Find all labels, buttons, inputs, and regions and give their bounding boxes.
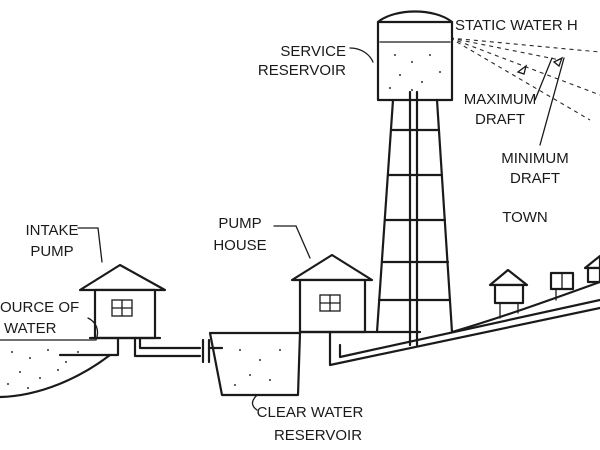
tower-braces xyxy=(377,128,452,302)
intake-roof xyxy=(78,263,167,292)
rising-main-pipe-bottom xyxy=(133,336,202,358)
maximum-draft-label-line2: DRAFT xyxy=(475,111,525,128)
tower-leg-right xyxy=(435,98,454,334)
minimum-draft-leader xyxy=(539,57,565,146)
pump-house-label-line1: PUMP xyxy=(218,215,261,232)
max-draft-arrowhead xyxy=(516,64,528,75)
river-bank xyxy=(0,353,112,399)
town-house-1 xyxy=(488,268,529,319)
service-reservoir-tank xyxy=(376,20,454,102)
source-of-water xyxy=(0,339,112,399)
service-reservoir-label-line1: SERVICE xyxy=(280,43,346,60)
intake-pump-leader xyxy=(77,227,103,263)
pump-house-label-line2: HOUSE xyxy=(213,237,266,254)
tower-leg-left xyxy=(375,98,395,334)
clear-water-reservoir-label-line1: CLEAR WATER xyxy=(257,404,364,421)
gradient-line-upper xyxy=(449,37,561,61)
clear-water-leader xyxy=(251,394,258,411)
pump-house-leader xyxy=(273,225,311,259)
tank-dome xyxy=(376,10,454,24)
diagram-labels: STATIC WATER H SERVICE RESERVOIR MAXIMUM… xyxy=(0,17,578,444)
town-house-2 xyxy=(549,271,575,301)
intake-suction-pipe xyxy=(58,336,120,357)
source-leader xyxy=(87,317,99,341)
town-label: TOWN xyxy=(502,209,548,226)
source-of-water-label-line1: OURCE OF xyxy=(0,299,79,316)
intake-building xyxy=(93,288,157,340)
pump-house xyxy=(290,253,422,334)
minimum-draft-label-line1: MINIMUM xyxy=(501,150,569,167)
town-house-3 xyxy=(583,254,600,284)
town-ground-slope xyxy=(450,280,600,334)
service-reservoir-tower xyxy=(375,10,454,347)
maximum-draft-leader xyxy=(534,57,553,101)
static-water-head-line xyxy=(449,37,600,53)
static-water-head-label: STATIC WATER H xyxy=(455,17,578,34)
source-of-water-label-line2: WATER xyxy=(4,320,57,337)
clear-water-tank xyxy=(208,331,302,397)
maximum-draft-label-line1: MAXIMUM xyxy=(464,91,537,108)
hydraulic-gradient-lines xyxy=(449,37,600,121)
pump-house-roof xyxy=(290,253,374,282)
min-draft-arrowhead xyxy=(552,56,564,68)
water-texture xyxy=(7,349,79,389)
clear-water-reservoir xyxy=(208,331,302,411)
service-reservoir-label-line2: RESERVOIR xyxy=(258,62,346,79)
distribution-pipe-lower xyxy=(328,306,600,367)
clear-water-reservoir-label-line2: RESERVOIR xyxy=(274,427,362,444)
intake-pump-house xyxy=(58,263,167,357)
distribution-pipe-upper xyxy=(338,298,600,359)
service-reservoir-leader xyxy=(349,47,374,63)
distribution-main xyxy=(328,280,600,367)
minimum-draft-label-line2: DRAFT xyxy=(510,170,560,187)
rising-main xyxy=(133,336,224,364)
pump-house-building xyxy=(298,278,367,334)
intake-pump-label-line1: INTAKE xyxy=(25,222,78,239)
minimum-draft-line xyxy=(449,37,591,121)
intake-pump-label-line2: PUMP xyxy=(30,243,73,260)
rising-main-pipe-top xyxy=(138,336,202,350)
town-houses xyxy=(488,254,600,319)
label-leaders xyxy=(77,47,565,341)
